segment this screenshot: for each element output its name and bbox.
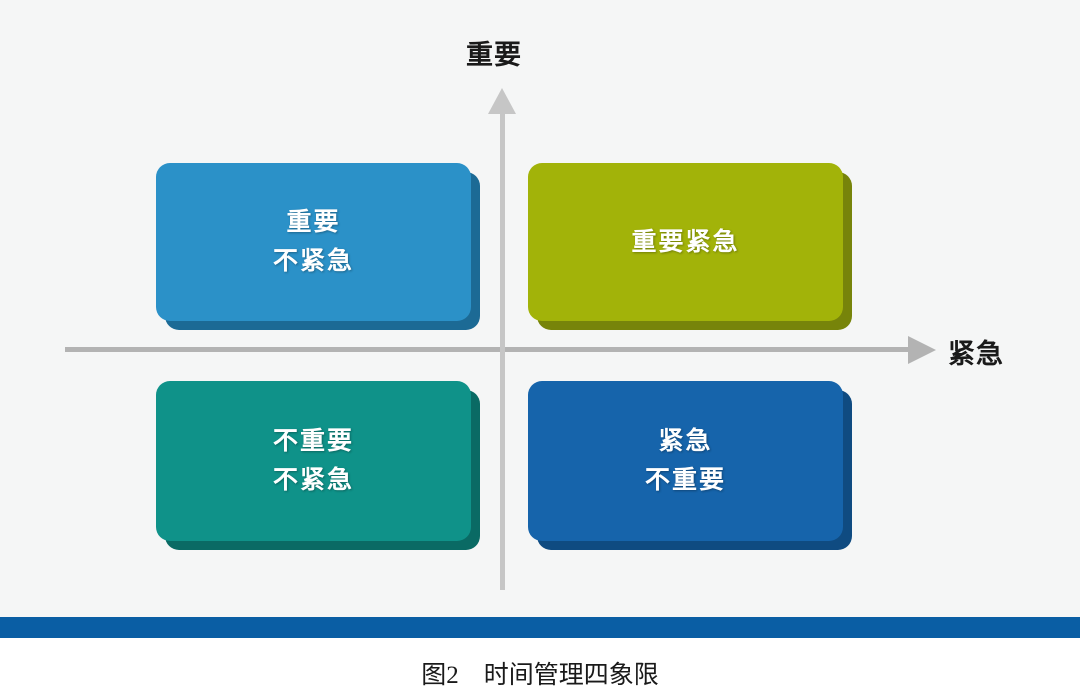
quadrant-important-urgent[interactable]: 重要紧急 [528,163,852,330]
figure-caption: 图2 时间管理四象限 [421,662,659,689]
vertical-axis-label: 重要 [466,40,522,70]
quadrant-face [528,381,843,541]
quadrant-face [528,163,843,321]
quadrant-face [156,381,471,541]
vertical-axis-line [500,100,505,590]
quadrant-important-not-urgent[interactable]: 重要 不紧急 [156,163,480,330]
quadrant-label-group: 紧急 不重要 [528,422,843,500]
quadrant-label-line-2: 不重要 [644,466,726,494]
arrow-up-icon [488,88,516,114]
quadrant-urgent-not-important[interactable]: 紧急 不重要 [528,381,852,550]
quadrant-label-group: 不重要 不紧急 [156,422,471,500]
quadrant-label-line-1: 紧急 [658,427,713,456]
quadrant-label-line-2: 不紧急 [272,466,354,494]
quadrant-label-line-1: 重要紧急 [631,227,740,256]
quadrant-label-line-1: 不重要 [272,427,354,456]
horizontal-axis-label: 紧急 [948,339,1004,369]
quadrant-label-group: 重要 不紧急 [156,203,471,281]
quadrant-label-line-1: 重要 [286,208,341,237]
quadrant-label-group: 重要紧急 [528,223,843,262]
time-management-quadrant-diagram: 重要 紧急 重要 不紧急 重要紧急 不重要 不紧急 紧急 不重要 [65,40,1004,590]
footer-area [0,638,1080,699]
page-divider-bar [0,617,1080,638]
quadrant-not-important-not-urgent[interactable]: 不重要 不紧急 [156,381,480,550]
arrow-right-icon [908,336,936,364]
quadrant-label-line-2: 不紧急 [272,247,354,275]
horizontal-axis-line [65,347,920,352]
quadrant-face [156,163,471,321]
